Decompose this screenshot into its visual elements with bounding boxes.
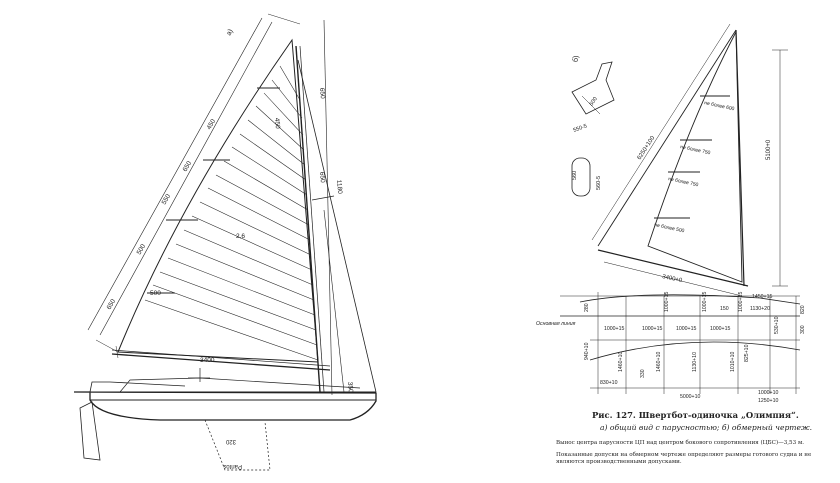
hull-mid-7: 1000+15 [738,292,744,312]
svg-text:Pantos: Pantos [223,463,242,469]
forestay-left [297,59,377,393]
dim-sail-1: 2,6 [236,233,245,240]
hull-low-4: 1130+10 [692,352,698,372]
svg-text:320: 320 [225,438,236,444]
luff-right [597,29,737,247]
dim-mast-height: 5100+0 [766,139,772,160]
hull-mid-2: 1000+15 [642,326,662,332]
hull-top-5: 820 [800,305,806,314]
centreboard-detail [571,157,591,197]
rudder-dim-2: 550-5 [573,123,588,133]
dim-sail-3: 500 [150,290,161,297]
dim-sail-2: 450 [273,118,281,130]
hull-low-7: 330 [640,369,646,378]
hull-mid-8: 530+10 [774,316,780,334]
measurement-drawing: 6250+100 5100+0 3400+0 не более 600 не б… [536,23,806,404]
cb-dim-1: 560 [572,171,578,180]
hull-top-3: 280 [584,303,590,312]
hull-mid-1: 1000+15 [604,326,624,332]
hull-top-4: 150 [720,306,729,312]
dim-leech-4: 650 [182,160,194,173]
hull-mid-5: 1000+15 [664,292,670,312]
dim-leech-5: 450 [206,118,218,131]
dim-mast-1: 650 [318,88,326,100]
hull-low-6: 825+10 [744,344,750,362]
hull-mid-3: 1000+15 [676,326,696,332]
batten-4: не более 500 [654,222,685,234]
dim-mast-5: 350 [346,382,354,394]
figure-note-2: Показанные допуски на обмерном чертеже о… [556,452,812,465]
dim-luff: 6250+100 [637,135,657,161]
waterline-label: Основная линия [536,321,576,327]
dim-mast-2: 1180 [335,180,343,195]
hull-mid-9: 300 [800,325,806,334]
dim-foot: 3400+0 [662,274,684,284]
mainsail-right [647,30,743,283]
rudder-dim-1: 500 [589,96,599,107]
batten-2: не более 750 [680,144,711,156]
rudder-detail [571,61,615,115]
boom-left [111,353,331,371]
label-b: б) [572,56,580,62]
hull-low-5: 1010+10 [730,352,736,372]
dim-mast-3: 650 [318,172,326,184]
boom-right [597,249,749,287]
batten-1: не более 600 [704,100,735,112]
hull-top-1: 1450+15 [752,294,772,300]
hull-top-profile [579,294,801,305]
batten-3: не более 750 [668,176,699,188]
figure-title: Рис. 127. Швертбот-одиночка „Олимпия“. [592,410,799,420]
hull-low-1: 940+10 [584,342,590,360]
dim-leech-1: 650 [106,298,118,311]
hull-mid-6: 1000+15 [702,292,708,312]
rudder-blade [79,401,101,461]
bottom-4: 1250+10 [758,398,778,404]
dim-mast-4: 3400 [200,357,215,364]
figure-subtitle: а) общий вид с парусностью; б) обмерный … [600,423,813,432]
hull-bottom-profile [589,341,801,361]
bottom-3: 1000+10 [758,390,778,396]
hull-mid-4: 1000+15 [710,326,730,332]
cb-dim-2: 560-5 [596,176,602,190]
hull-top-2: 1130+20 [750,306,770,312]
hull-profile [73,391,377,421]
sail-plan-left-view: 320 Pantos [73,13,377,471]
label-a: а) [226,28,235,37]
dim-leech-2: 500 [136,243,148,256]
bottom-1: 830+10 [600,380,618,386]
hull-low-3: 1460+10 [656,352,662,372]
dim-leech-3: 550 [161,193,173,206]
bottom-2: 5000+10 [680,394,700,400]
figure-note-1: Вынос центра парусности ЦП над центром б… [556,440,805,446]
centreboard [204,419,271,471]
hull-low-2: 1460+10 [618,352,624,372]
mainsail-left [117,38,319,363]
